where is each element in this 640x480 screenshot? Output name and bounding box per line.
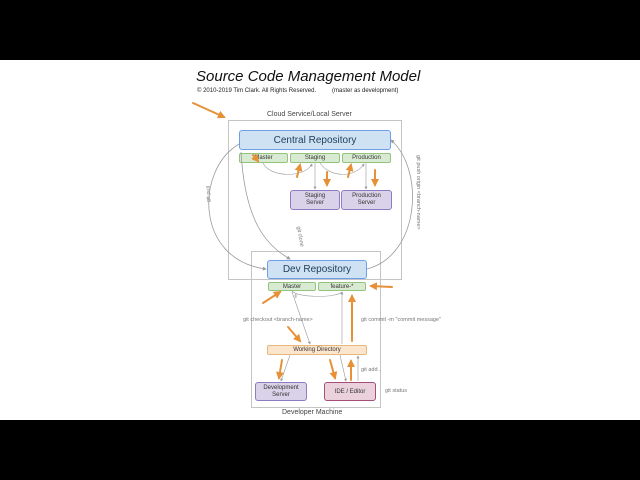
branch-production: Production	[342, 153, 391, 163]
development-server-label: Development Server	[263, 384, 299, 398]
ide-editor: IDE / Editor	[324, 382, 376, 401]
branch-master-cloud: Master	[239, 153, 288, 163]
git-commit-label: git commit -m "commit message"	[361, 317, 441, 323]
git-status-label: git status	[385, 388, 408, 394]
dev-region-label: Developer Machine	[282, 409, 343, 416]
central-repository: Central Repository	[239, 130, 391, 150]
staging-server-label: Staging Server	[304, 193, 326, 206]
branch-feature: feature-*	[318, 282, 366, 291]
branch-staging: Staging	[290, 153, 340, 163]
git-push-label: git push origin <branch-name>	[415, 155, 421, 230]
git-pull-label: git pull	[206, 186, 212, 202]
dev-region	[251, 251, 381, 408]
dev-repository: Dev Repository	[267, 260, 367, 279]
git-add-label: git add .	[361, 367, 381, 373]
working-directory: Working Directory	[267, 345, 367, 355]
staging-server: Staging Server	[290, 190, 340, 210]
copyright: © 2010-2019 Tim Clark. All Rights Reserv…	[197, 88, 317, 94]
master-note: (master as development)	[332, 88, 399, 94]
production-server: Production Server	[341, 190, 392, 210]
development-server: Development Server	[255, 382, 307, 401]
slide: Source Code Management Model © 2010-2019…	[0, 60, 640, 420]
annotation-arrow-cloud	[192, 102, 226, 119]
branch-master-dev: Master	[268, 282, 316, 291]
cloud-region-label: Cloud Service/Local Server	[267, 111, 352, 118]
production-server-label: Production Server	[352, 193, 381, 206]
git-checkout-label: git checkout <branch-name>	[243, 317, 313, 323]
diagram-title: Source Code Management Model	[196, 68, 421, 85]
